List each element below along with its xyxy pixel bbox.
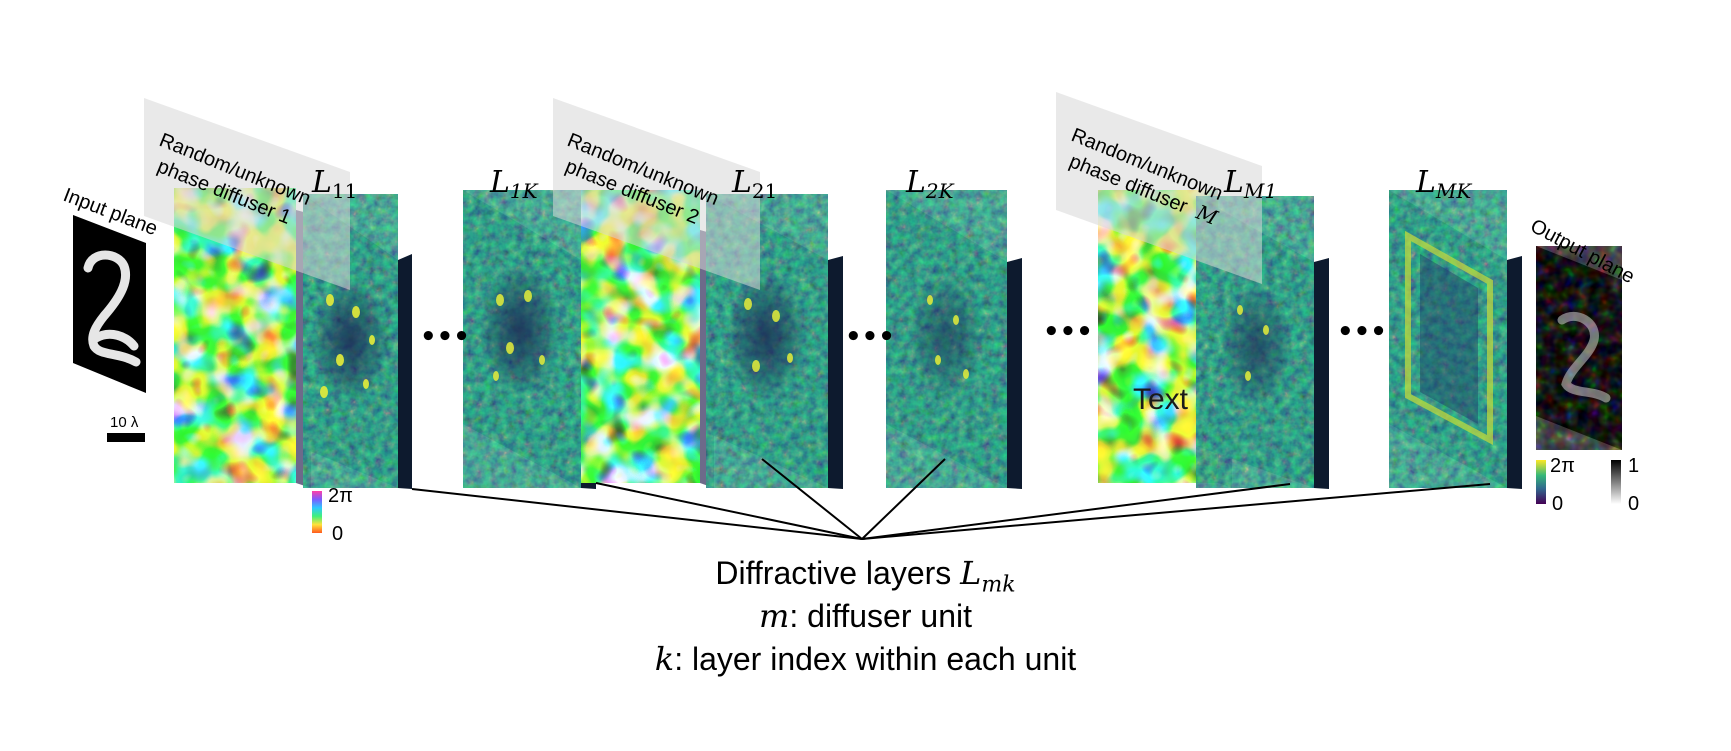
connector-lmk bbox=[861, 483, 1491, 540]
layer-l11-pattern bbox=[312, 278, 388, 402]
scale-bar bbox=[107, 433, 145, 442]
layer-l2k-edge bbox=[1007, 258, 1022, 489]
ellipsis-group: ••• ••• ••• ••• bbox=[420, 317, 1387, 352]
output-colorbar: 1 0 bbox=[1611, 455, 1639, 515]
layer-l21-pattern bbox=[726, 272, 806, 400]
input-digit-image bbox=[83, 250, 141, 367]
diffuser-colorbar: 2π 0 bbox=[312, 485, 353, 545]
scale-bar-label: 10 λ bbox=[110, 414, 139, 431]
layer-l1k-spots bbox=[493, 290, 545, 381]
output-colorbar-gradient bbox=[1611, 460, 1621, 504]
layer-l11-spots bbox=[320, 294, 375, 398]
output-colorbar-max: 1 bbox=[1628, 455, 1639, 477]
caption-k-description: : layer index within each unit bbox=[674, 641, 1077, 677]
connector-l11 bbox=[411, 488, 863, 540]
caption-line-2: m: diffuser unit bbox=[0, 597, 1731, 635]
layer-label-l2k: L2K bbox=[905, 165, 955, 203]
layer-lm1-edge bbox=[1314, 258, 1329, 489]
caption-line-3: k: layer index within each unit bbox=[0, 640, 1731, 678]
diffuser-m-phase-map bbox=[1098, 190, 1218, 483]
layer-l21-spots bbox=[744, 298, 793, 372]
connector-l1k bbox=[595, 482, 863, 540]
diffuser-2 bbox=[581, 190, 714, 488]
layer-lmk-frame-pattern bbox=[1405, 230, 1493, 446]
caption-math-lmk: Lmk bbox=[960, 554, 1016, 598]
connector-lm1 bbox=[861, 483, 1291, 540]
caption-title: Diffractive layers bbox=[715, 555, 952, 591]
output-digit-image bbox=[1557, 311, 1611, 403]
diffuser-1-phase-map bbox=[174, 188, 296, 483]
layer-colorbar-gradient bbox=[1536, 460, 1546, 504]
layer-label-l11: L11 bbox=[311, 165, 357, 203]
layer-l2k-pattern bbox=[908, 274, 984, 398]
layer-label-lm1: LM1 bbox=[1223, 165, 1277, 203]
layer-label-lmk: LMK bbox=[1415, 165, 1472, 203]
layer-lm1-spots bbox=[1237, 305, 1269, 381]
ellipsis-4: ••• bbox=[1337, 317, 1387, 347]
layer-colorbar-max: 2π bbox=[1550, 455, 1575, 477]
diffuser-1-label-card bbox=[144, 98, 350, 290]
layer-lmk-edge bbox=[1507, 256, 1522, 489]
caption-var-k: k bbox=[654, 640, 675, 678]
connector-l2k bbox=[861, 458, 946, 540]
layer-label-l21: L21 bbox=[731, 165, 777, 203]
layer-lmk: 2π 0 bbox=[1389, 190, 1575, 515]
layer-lmk-phase-map bbox=[1389, 190, 1507, 488]
diffuser-1-unit: Random/unknown phase diffuser 1 2π 0 bbox=[144, 98, 412, 545]
caption-m-description: : diffuser unit bbox=[789, 598, 972, 634]
layer-l1k-pattern bbox=[480, 264, 560, 396]
layer-lm1-pattern bbox=[1220, 284, 1292, 408]
caption-var-m: m bbox=[759, 597, 790, 635]
layer-lmk-inner-pattern bbox=[1420, 254, 1478, 424]
ellipsis-2: ••• bbox=[845, 322, 895, 352]
diffuser-colorbar-min: 0 bbox=[332, 523, 343, 545]
diffuser-2-label-card bbox=[553, 98, 760, 290]
layer-labels: L11 L1K L21 L2K LM1 LMK bbox=[311, 165, 1472, 203]
layer-colorbar: 2π 0 bbox=[1536, 455, 1575, 515]
diffuser-colorbar-gradient bbox=[312, 491, 322, 533]
diffuser-m-unit: Random/unknown phase diffuser M Text bbox=[1056, 92, 1329, 489]
diffuser-2-phase-map bbox=[581, 190, 700, 483]
layer-l11-edge bbox=[398, 254, 412, 489]
ellipsis-1: ••• bbox=[420, 322, 470, 352]
layer-colorbar-min: 0 bbox=[1552, 493, 1563, 515]
layer-l1k bbox=[463, 190, 596, 489]
diffuser-1 bbox=[174, 188, 311, 488]
connector-lines bbox=[411, 458, 1491, 540]
diffuser-colorbar-max: 2π bbox=[328, 485, 353, 507]
stray-text-label: Text bbox=[1133, 383, 1189, 416]
diffuser-2-unit: Random/unknown phase diffuser 2 bbox=[553, 98, 843, 489]
layer-label-l1k: L1K bbox=[489, 165, 539, 203]
layer-l2k bbox=[886, 190, 1022, 489]
output-colorbar-min: 0 bbox=[1628, 493, 1639, 515]
connector-l21 bbox=[761, 458, 863, 540]
input-plane: Input plane 10 λ bbox=[60, 184, 161, 442]
ellipsis-3: ••• bbox=[1043, 317, 1093, 347]
diffuser-m-label-card bbox=[1056, 92, 1262, 284]
caption-line-1: Diffractive layers Lmk bbox=[0, 554, 1731, 597]
layer-l21-edge bbox=[828, 256, 843, 489]
layer-l2k-spots bbox=[927, 295, 969, 379]
output-plane: Output plane 1 0 bbox=[1527, 215, 1639, 515]
